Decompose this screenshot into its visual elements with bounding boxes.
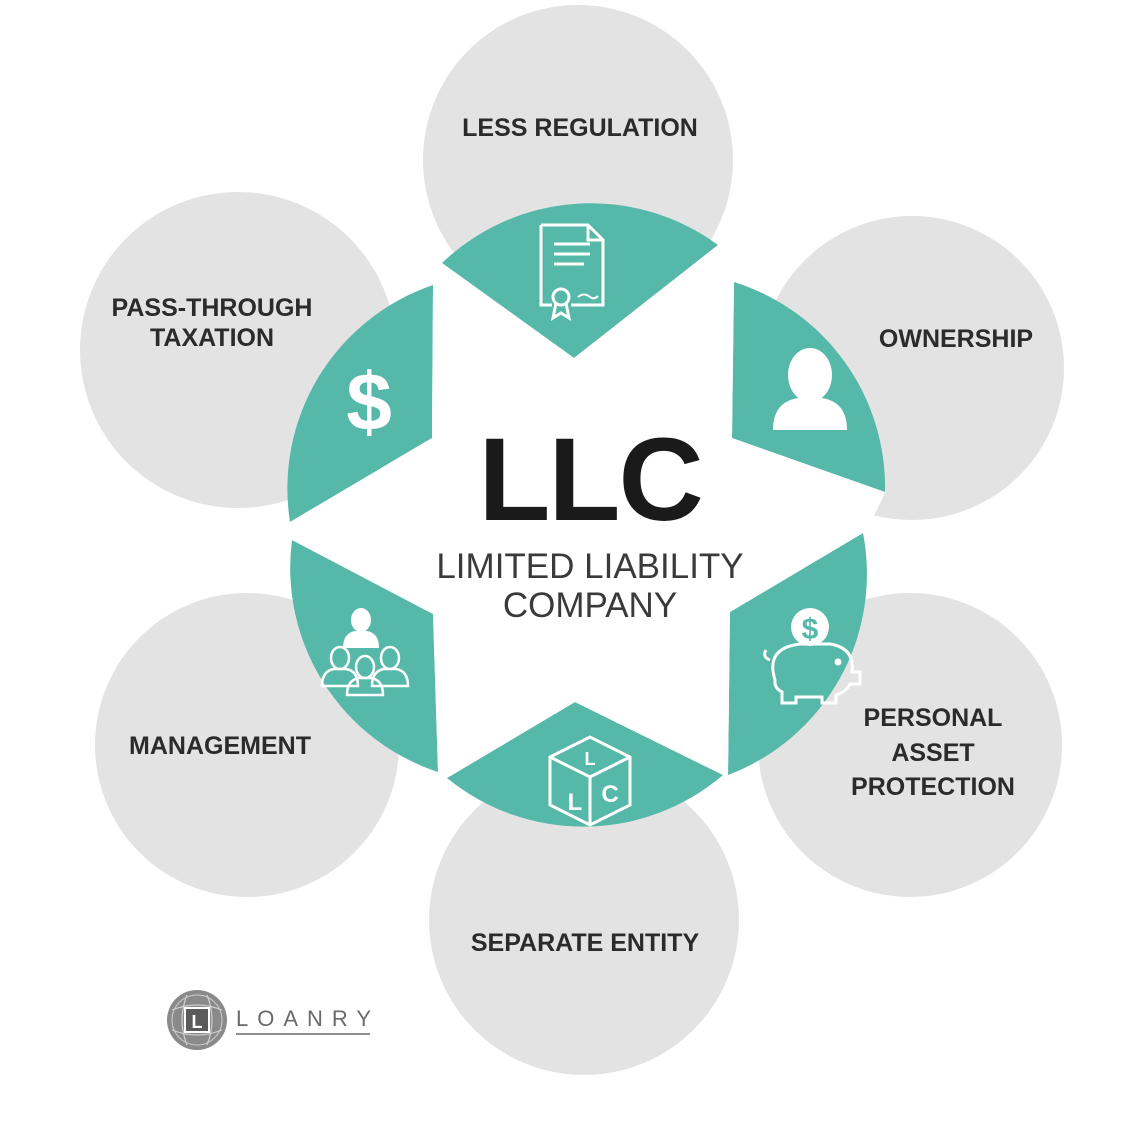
llc-cube-icon: L C L (548, 735, 632, 827)
svg-text:L: L (585, 749, 596, 769)
loanry-logo: L LOANRY (167, 990, 380, 1050)
person-bust-icon (773, 348, 847, 430)
label-personal-asset-protection-line1: PERSONAL (864, 704, 1003, 732)
label-pass-through-taxation-line1: PASS-THROUGH (112, 294, 313, 322)
svg-text:L: L (192, 1012, 203, 1032)
loanry-wordmark: LOANRY (236, 1006, 380, 1031)
certificate-document-icon (539, 223, 605, 322)
segment-personal-asset-protection (728, 533, 867, 775)
label-less-regulation: LESS REGULATION (462, 114, 698, 142)
segment-pass-through-taxation (287, 285, 433, 522)
svg-text:L: L (568, 789, 583, 816)
group-of-people-icon (320, 608, 410, 697)
center-title: LLC (478, 414, 701, 546)
petal-labels: LESS REGULATION OWNERSHIP PERSONAL ASSET… (112, 114, 1034, 957)
segment-less-regulation (442, 203, 718, 358)
label-management: MANAGEMENT (129, 732, 311, 760)
circle-separate-entity (429, 765, 739, 1075)
label-separate-entity: SEPARATE ENTITY (471, 929, 700, 957)
label-pass-through-taxation-line2: TAXATION (150, 324, 274, 352)
svg-text:$: $ (802, 613, 819, 646)
center-subtitle-line2: COMPANY (503, 586, 677, 625)
dollar-sign-icon: $ (346, 357, 392, 448)
loanry-mark-icon: L (167, 990, 227, 1050)
center-area (290, 245, 885, 778)
svg-text:C: C (601, 781, 618, 808)
piggy-bank-dollar-icon: $ (763, 608, 862, 705)
segment-separate-entity (447, 702, 723, 827)
label-personal-asset-protection-line3: PROTECTION (851, 773, 1015, 801)
label-personal-asset-protection-line2: ASSET (891, 739, 974, 767)
label-ownership: OWNERSHIP (879, 325, 1033, 353)
center-subtitle-line1: LIMITED LIABILITY (436, 547, 743, 586)
